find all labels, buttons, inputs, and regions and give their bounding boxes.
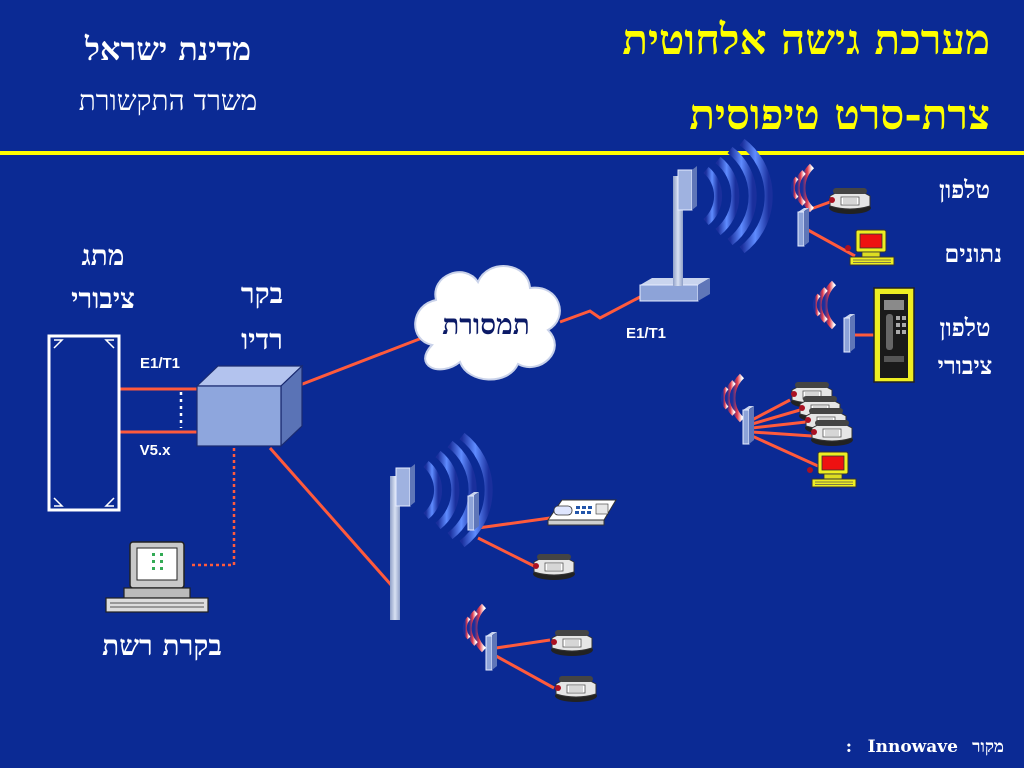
label-public-phone-line1: טלפון — [939, 313, 990, 342]
slide-title-line2: צרת-סרט טיפוסית — [689, 90, 990, 139]
header-divider — [0, 151, 1024, 155]
link-phone-b — [495, 638, 551, 650]
switch-label-line1: מתג — [82, 239, 125, 272]
base-station-lower — [390, 436, 489, 620]
phone-icon — [550, 629, 594, 657]
transmission-cloud — [414, 265, 561, 381]
radio-label-line2: רדיו — [241, 323, 283, 356]
source-credit: מקור Innowave : — [846, 737, 1004, 757]
link-desk-phone — [477, 516, 551, 530]
phone-icon — [810, 419, 854, 447]
link-radio-cloud — [299, 336, 423, 387]
source-value: Innowave — [868, 737, 959, 757]
link-group-phone-4 — [751, 430, 813, 438]
payphone-icon — [873, 287, 915, 383]
label-telephone: טלפון — [939, 175, 990, 204]
network-control-computer — [105, 541, 209, 613]
phone-icon — [532, 553, 576, 581]
cloud-label: תמסורת — [442, 308, 530, 341]
link-group-phone-1 — [751, 398, 791, 422]
public-switch — [47, 334, 121, 512]
links — [120, 200, 856, 690]
source-colon: : — [846, 737, 852, 757]
mast-upper — [673, 176, 683, 286]
link-group-data — [751, 434, 819, 468]
base-station-upper — [639, 142, 769, 302]
radio-controller — [195, 364, 304, 448]
radio-label-line1: בקר — [241, 277, 283, 310]
label-data: נתונים — [944, 239, 1002, 268]
link-radio-mast — [268, 447, 394, 587]
label-public-phone-line2: ציבורי — [938, 351, 993, 380]
org-name: מדינת ישראל — [84, 30, 251, 68]
link-network-control — [190, 448, 236, 567]
link-group-phone-2 — [751, 408, 801, 426]
switch-label-line2: ציבורי — [71, 282, 135, 315]
link-sub-data — [807, 228, 856, 258]
link-label-e1-right: E1/T1 — [626, 325, 666, 342]
desk-phone-icon — [547, 499, 617, 526]
phone-icon — [828, 187, 872, 215]
link-label-e1-left: E1/T1 — [140, 355, 180, 372]
link-group-phone-3 — [751, 420, 807, 430]
network-control-label: בקרת רשת — [102, 629, 222, 662]
subscriber-unit-public — [815, 283, 915, 383]
mast-lower — [390, 476, 400, 620]
ministry-name: משרד התקשורת — [79, 84, 258, 117]
link-cloud-basestation — [559, 295, 641, 324]
slide-title-line1: מערכת גישה אלחוטית — [622, 15, 990, 64]
source-label: מקור — [972, 737, 1004, 757]
subscriber-unit-mid — [467, 491, 617, 581]
phone-icon — [554, 675, 598, 703]
link-phone-a — [477, 536, 535, 568]
link-label-v5: V5.x — [140, 442, 172, 459]
link-phone-c — [495, 654, 555, 690]
switch-frame — [47, 334, 121, 512]
